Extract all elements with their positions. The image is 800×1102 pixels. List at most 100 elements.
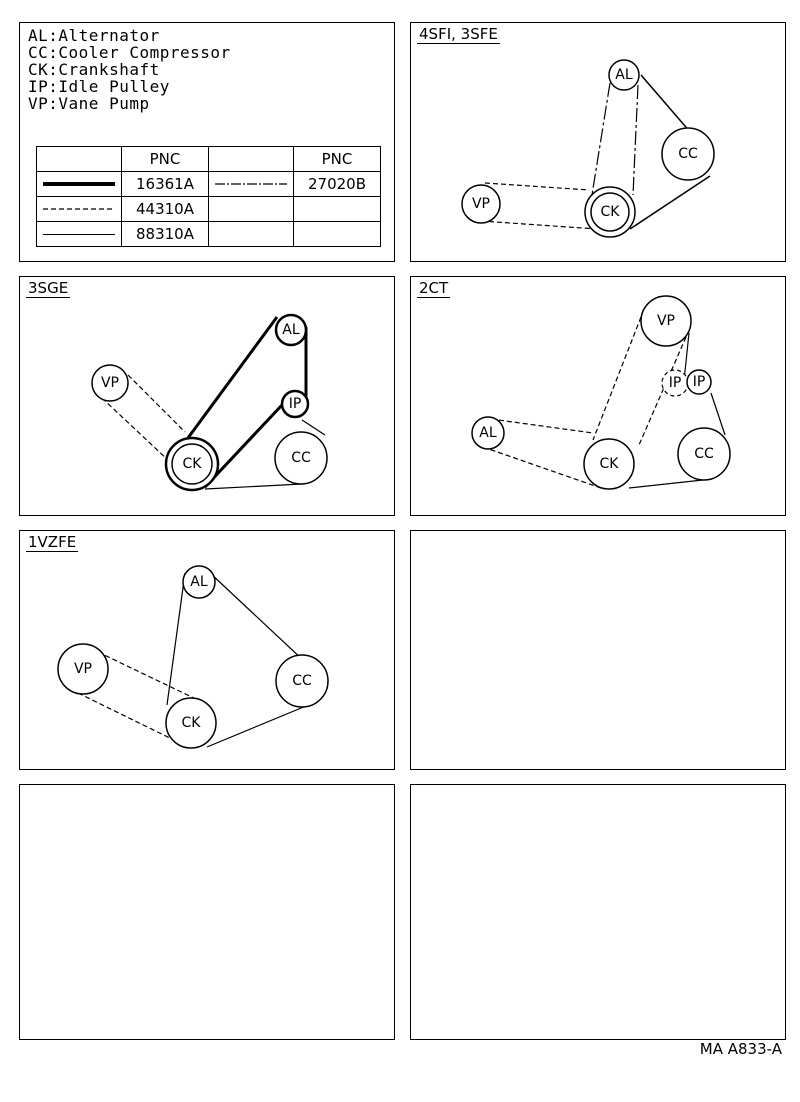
- panel-title: 4SFI, 3SFE: [417, 25, 500, 44]
- belt-segment: [482, 446, 602, 489]
- pnc-table-header-row: PNC PNC: [36, 146, 381, 172]
- pnc-table-row: 16361A 27020B: [36, 171, 381, 197]
- belt-segment: [166, 572, 186, 706]
- belt-segment: [77, 692, 181, 744]
- pulley-ck: [583, 438, 635, 490]
- pulley-al: [608, 59, 640, 91]
- pulley-label: VP: [657, 313, 675, 329]
- pulley-al: [471, 416, 505, 450]
- belt-diagram-1vzfe: AL VP CC CK: [57, 565, 329, 749]
- legend-item-al: AL:Alternator: [28, 26, 160, 45]
- pulley-ip: [686, 369, 712, 395]
- empty-panel: [410, 784, 786, 1040]
- diagram-panel-1vzfe: AL VP CC CK 1VZFE: [19, 530, 395, 770]
- pnc-header: PNC: [293, 146, 381, 172]
- belt-segment: [97, 651, 201, 702]
- belt-segment: [183, 316, 279, 443]
- pulley-al: [182, 565, 216, 599]
- pnc-code: [293, 196, 381, 222]
- belt-segment: [683, 332, 690, 382]
- pulley-ip: [280, 389, 310, 419]
- diagram-panel-3sge: AL VP IP CC CK 3SGE: [19, 276, 395, 516]
- belt-segment: [127, 374, 186, 433]
- pulley-label: IP: [669, 375, 682, 391]
- pulley-label: VP: [101, 375, 119, 391]
- pulley-ck: [171, 443, 213, 485]
- diagram-panel-2ct: VP IP IP AL CC CK 2CT: [410, 276, 786, 516]
- pulley-label: CC: [291, 450, 311, 466]
- panel-title: 3SGE: [26, 279, 71, 298]
- pulley-cc: [677, 427, 731, 481]
- line-style-swatch-dash-dot: [208, 171, 294, 197]
- pnc-table-cell: [208, 196, 294, 222]
- belt-segment: [484, 182, 590, 191]
- pulley-vp: [461, 184, 501, 224]
- belt-segment: [490, 418, 594, 434]
- legend-item-cc: CC:Cooler Compressor: [28, 43, 231, 62]
- pnc-table-cell: [208, 221, 294, 247]
- diagram-panel-4sfi-3sfe: AL CC VP CK 4SFI, 3SFE: [410, 22, 786, 262]
- pulley-label: AL: [479, 425, 497, 441]
- pulley-label: CK: [600, 456, 620, 472]
- belt-segment: [632, 84, 639, 196]
- pnc-code: [293, 221, 381, 247]
- belt-diagram-2ct: VP IP IP AL CC CK: [471, 295, 731, 490]
- line-style-swatch-thick: [36, 171, 122, 197]
- line-style-swatch-thin: [36, 221, 122, 247]
- belt-segment: [209, 572, 305, 662]
- pulley-label: CC: [694, 446, 714, 462]
- belt-segment: [638, 336, 687, 446]
- pulley-label: AL: [190, 574, 208, 590]
- belt-diagram-3sge: AL VP IP CC CK: [91, 313, 328, 492]
- pulley-label: CK: [182, 715, 202, 731]
- belt-segment: [629, 175, 711, 230]
- pulley-label: CC: [678, 146, 698, 162]
- pulley-vp: [640, 295, 692, 347]
- pulley-ck: [165, 697, 217, 749]
- pnc-table-row: 88310A: [36, 221, 381, 247]
- pulley-cc: [661, 127, 715, 181]
- pulley-label: CK: [601, 204, 621, 220]
- pnc-code: 27020B: [293, 171, 381, 197]
- pnc-code: 16361A: [121, 171, 209, 197]
- panel-title: 2CT: [417, 279, 451, 298]
- belt-segment: [203, 403, 284, 489]
- pulley-label: VP: [472, 196, 490, 212]
- belt-segment: [101, 397, 171, 463]
- pulley-label: IP: [289, 396, 302, 412]
- pulley-cc: [274, 431, 328, 485]
- pulley-al: [274, 313, 308, 347]
- legend-item-vp: VP:Vane Pump: [28, 94, 150, 113]
- pnc-table-cell: [208, 146, 294, 172]
- pulley-vp: [57, 643, 109, 695]
- pulley-label: AL: [615, 67, 633, 83]
- empty-panel: [19, 784, 395, 1040]
- pnc-code: 88310A: [121, 221, 209, 247]
- panel-title: 1VZFE: [26, 533, 79, 552]
- pulley-label: VP: [74, 661, 92, 677]
- pulley-label: IP: [693, 374, 706, 390]
- belt-segment: [480, 220, 598, 230]
- belt-segment: [204, 483, 303, 490]
- belt-segment: [301, 419, 326, 436]
- line-style-swatch-dashed: [36, 196, 122, 222]
- pnc-table: PNC PNC 16361A 27020B 44310A 88310A: [36, 146, 381, 247]
- legend-item-ck: CK:Crankshaft: [28, 60, 160, 79]
- pulley-cc: [275, 654, 329, 708]
- belt-segment: [590, 82, 611, 202]
- pulley-vp: [91, 364, 129, 402]
- belt-diagram-4sfi-3sfe: AL CC VP CK: [461, 59, 715, 238]
- legend-panel: AL:Alternator CC:Cooler Compressor CK:Cr…: [19, 22, 395, 262]
- pulley-label: CK: [183, 456, 203, 472]
- pnc-table-cell: [36, 146, 122, 172]
- belt-segment: [592, 316, 642, 441]
- pnc-table-row: 44310A: [36, 196, 381, 222]
- belt-segment: [206, 705, 307, 748]
- empty-panel: [410, 530, 786, 770]
- pulley-label: AL: [282, 322, 300, 338]
- belt-segment: [710, 392, 726, 436]
- legend-item-ip: IP:Idle Pulley: [28, 77, 170, 96]
- pnc-code: 44310A: [121, 196, 209, 222]
- belt-segment: [628, 478, 713, 489]
- pulley-label: CC: [292, 673, 312, 689]
